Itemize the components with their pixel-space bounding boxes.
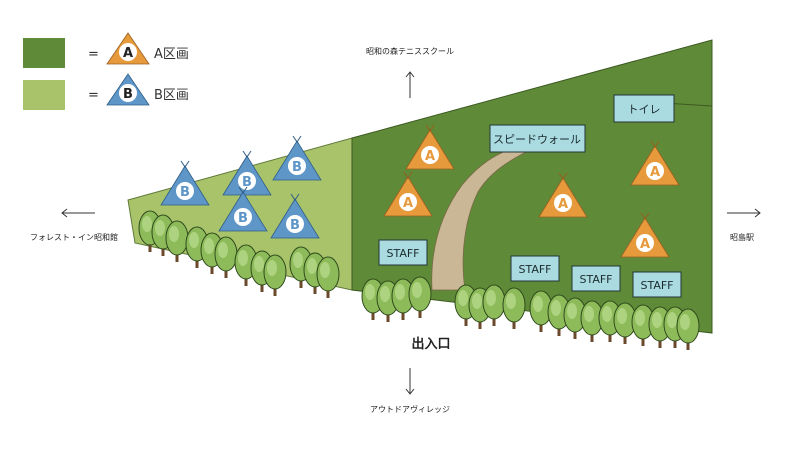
tent-b-2-letter: B bbox=[242, 175, 252, 190]
tent-a-4-letter: A bbox=[558, 197, 568, 212]
tree-19 bbox=[482, 284, 506, 326]
tent-a-5: A bbox=[620, 212, 670, 258]
legend-tent-a-letter: A bbox=[123, 46, 133, 61]
direction-east-label: 昭島駅 bbox=[730, 232, 754, 242]
sign-speed-wall-text: スピードウォール bbox=[493, 133, 581, 146]
tree-26 bbox=[613, 302, 637, 344]
legend-swatch-a bbox=[23, 38, 65, 68]
tent-a-2-letter: A bbox=[403, 196, 413, 211]
legend-equals-b: = bbox=[88, 88, 99, 103]
direction-west-label: フォレスト・イン昭和館 bbox=[30, 232, 118, 242]
sign-staff-1: STAFF bbox=[378, 239, 428, 266]
sign-staff-3: STAFF bbox=[571, 265, 621, 292]
sign-staff-4: STAFF bbox=[632, 271, 682, 298]
entrance-label: 出入口 bbox=[411, 336, 450, 352]
sign-staff-4-text: STAFF bbox=[640, 279, 673, 292]
legend-tent-a-icon: A bbox=[106, 32, 150, 65]
tent-a-5-letter: A bbox=[640, 237, 650, 252]
tree-12 bbox=[316, 256, 340, 298]
legend-label-a: A区画 bbox=[154, 47, 189, 62]
tree-20 bbox=[502, 287, 526, 329]
legend-tent-b-letter: B bbox=[123, 87, 133, 102]
tree-21 bbox=[529, 290, 553, 332]
tree-27 bbox=[631, 304, 655, 346]
tent-a-4: A bbox=[538, 172, 588, 218]
tent-b-3: B bbox=[272, 135, 322, 181]
legend-label-b: B区画 bbox=[154, 88, 189, 103]
sign-toilet: トイレ bbox=[613, 94, 675, 123]
tent-b-5-letter: B bbox=[290, 218, 300, 233]
tent-b-2: B bbox=[222, 150, 272, 196]
arrow-west-icon bbox=[61, 208, 95, 218]
sign-staff-3-text: STAFF bbox=[579, 273, 612, 286]
tree-3 bbox=[165, 220, 189, 262]
tent-b-4: B bbox=[218, 186, 268, 232]
tree-16 bbox=[408, 276, 432, 318]
direction-north-label: 昭和の森テニススクール bbox=[366, 46, 454, 56]
tent-b-3-letter: B bbox=[292, 160, 302, 175]
tree-22 bbox=[547, 294, 571, 336]
legend-equals-a: = bbox=[88, 47, 99, 62]
tent-b-4-letter: B bbox=[238, 211, 248, 226]
tent-b-1: B bbox=[160, 160, 210, 206]
sign-staff-2-text: STAFF bbox=[518, 263, 551, 276]
sign-staff-2: STAFF bbox=[510, 255, 560, 282]
tent-a-3-letter: A bbox=[650, 165, 660, 180]
tree-15 bbox=[391, 278, 415, 320]
arrow-north-icon bbox=[405, 71, 415, 98]
sign-staff-1-text: STAFF bbox=[386, 247, 419, 260]
tent-a-3: A bbox=[630, 140, 680, 186]
sign-speed-wall: スピードウォール bbox=[489, 124, 586, 153]
arrow-south-icon bbox=[405, 368, 415, 395]
tent-a-1-letter: A bbox=[425, 149, 435, 164]
arrow-east-icon bbox=[727, 208, 761, 218]
tent-b-1-letter: B bbox=[180, 185, 190, 200]
tent-a-2: A bbox=[383, 171, 433, 217]
tent-b-5: B bbox=[270, 193, 320, 239]
tree-30 bbox=[676, 308, 700, 350]
legend-swatch-b bbox=[23, 80, 65, 110]
legend-tent-b-icon: B bbox=[106, 73, 150, 106]
tree-9 bbox=[263, 254, 287, 296]
sign-toilet-text: トイレ bbox=[628, 103, 661, 116]
tree-6 bbox=[214, 236, 238, 278]
direction-south-label: アウトドアヴィレッジ bbox=[370, 404, 450, 414]
tent-a-1: A bbox=[405, 124, 455, 170]
